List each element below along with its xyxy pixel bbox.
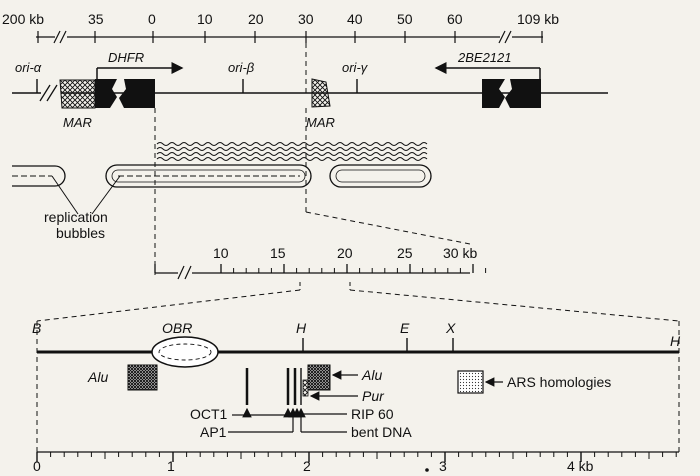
mar-label-right: MAR (306, 115, 335, 130)
ori-beta-label: ori-β (228, 60, 255, 75)
bubble-left (12, 165, 66, 187)
bottom-tick-label: 3 (439, 458, 447, 474)
2be2121-gene-block-left (482, 79, 505, 108)
site-label: H (670, 333, 681, 349)
pur-label: Pur (362, 388, 385, 404)
ap1-label: AP1 (200, 424, 227, 440)
bubble-pointer (51, 175, 79, 215)
bottom-tick-label: 2 (303, 458, 311, 474)
top-tick-label: 60 (447, 11, 463, 27)
top-scale: 200 kb 35 0 10 20 30 40 50 60 109 kb (2, 11, 559, 44)
dhfr-label: DHFR (108, 50, 144, 65)
mid-tick-label: 15 (270, 245, 286, 261)
obr-label: OBR (162, 320, 192, 336)
bubbles-label-line2: bubbles (56, 225, 105, 241)
mid-scale-tick-marks (154, 264, 487, 273)
site-label: H (296, 320, 307, 336)
mid-tick-label: 25 (397, 245, 413, 261)
ori-alpha-label: ori-α (15, 60, 42, 75)
top-scale-tick-marks (37, 31, 543, 43)
top-tick-label: 40 (347, 11, 363, 27)
bottom-scale: 0 1 2 3 4 kb (33, 451, 679, 474)
bubbles-label-line1: replication (44, 209, 108, 225)
mid-tick-label: 10 (213, 245, 229, 261)
ori-gamma-label: ori-γ (342, 60, 369, 75)
bent-dna-label: bent DNA (351, 424, 412, 440)
bottom-tick-label: 1 (167, 458, 175, 474)
mar-label-left: MAR (63, 115, 92, 130)
top-tick-label: 200 kb (2, 11, 44, 27)
mar-block-right (311, 78, 331, 108)
bottom-scale-tick-marks (36, 452, 677, 462)
dhfr-gene-block-left (95, 79, 117, 108)
replication-bubbles: replication bubbles (12, 164, 432, 241)
scale-dot (425, 468, 429, 472)
top-tick-label: 30 (298, 11, 314, 27)
oct1-label: OCT1 (190, 406, 228, 422)
alu-label-right: Alu (361, 367, 382, 383)
bottom-tick-label: 4 kb (567, 458, 594, 474)
top-scale-breaks (53, 30, 512, 44)
zoom-guide-right (305, 211, 471, 245)
site-label: E (400, 320, 410, 336)
site-label: B (32, 320, 41, 336)
alu-label-left: Alu (87, 369, 108, 385)
top-tick-label: 35 (88, 11, 104, 27)
mid-scale: 10 15 20 25 30 kb (154, 245, 487, 280)
2be2121-gene-block-right (505, 79, 541, 108)
dhfr-gene-block-right (119, 79, 155, 108)
mid-scale-break (177, 265, 185, 280)
ars-homology-box (457, 370, 484, 394)
alu-element-left (127, 364, 158, 391)
genomic-map: ori-α ori-β ori-γ MAR MAR DHFR 2BE2121 (12, 50, 608, 130)
bottom-tick-label: 0 (33, 458, 41, 474)
site-label: X (445, 320, 456, 336)
top-tick-label: 50 (397, 11, 413, 27)
rip60-label: RIP 60 (351, 406, 394, 422)
mar-block-left (59, 79, 96, 109)
map-break (39, 84, 51, 102)
detail-map: B OBR H E X H Alu Alu Pur ARS homologies (32, 320, 681, 452)
2be2121-label: 2BE2121 (457, 50, 512, 65)
top-tick-label: 20 (248, 11, 264, 27)
top-tick-label: 109 kb (517, 11, 559, 27)
mid-tick-label: 30 kb (443, 245, 477, 261)
obr-ellipse (151, 336, 219, 368)
ars-label: ARS homologies (507, 374, 611, 390)
top-tick-label: 0 (148, 11, 156, 27)
pur-element (302, 379, 309, 397)
top-tick-label: 10 (197, 11, 213, 27)
detail-guide-left (36, 289, 301, 322)
initiation-zone-waves (156, 142, 428, 161)
alu-element-right (307, 364, 331, 391)
bubble-middle (105, 164, 312, 188)
mid-tick-label: 20 (337, 245, 353, 261)
bubble-right (329, 164, 432, 188)
detail-guide-right (349, 289, 680, 322)
